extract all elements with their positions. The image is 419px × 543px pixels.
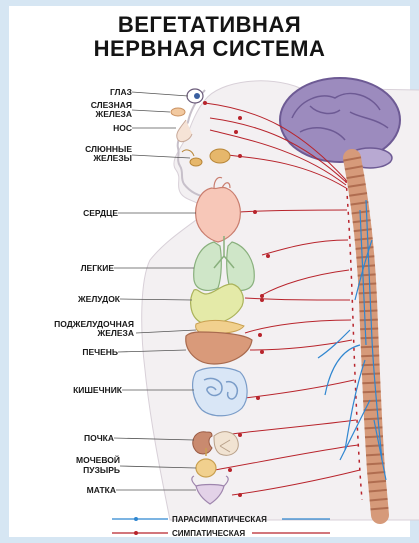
label-uterus: МАТКА	[87, 486, 116, 495]
label-kidney: ПОЧКА	[84, 434, 114, 443]
intestine	[193, 368, 247, 416]
label-salivary-line-2: ЖЕЛЕЗЫ	[93, 154, 132, 163]
label-heart: СЕРДЦЕ	[83, 209, 118, 218]
label-lungs: ЛЕГКИЕ	[81, 264, 114, 273]
label-pancreas-line-2: ЖЕЛЕЗА	[98, 329, 134, 338]
eye	[187, 89, 203, 103]
label-eye: ГЛАЗ	[110, 88, 132, 97]
legend-parasympathetic: ПАРАСИМПАТИЧЕСКАЯ	[172, 515, 267, 524]
nose	[177, 120, 192, 142]
label-lacrimal-line-2: ЖЕЛЕЗА	[96, 110, 132, 119]
label-liver: ПЕЧЕНЬ	[82, 348, 118, 357]
label-stomach: ЖЕЛУДОК	[78, 295, 120, 304]
label-bladder-line-2: ПУЗЫРЬ	[83, 466, 120, 475]
lacrimal-gland	[171, 108, 185, 116]
label-nose: НОС	[113, 124, 132, 133]
label-bladder-line-1: МОЧЕВОЙ	[76, 456, 120, 465]
legend-sympathetic: СИМПАТИЧЕСКАЯ	[172, 529, 245, 538]
label-intestine: КИШЕЧНИК	[73, 386, 122, 395]
